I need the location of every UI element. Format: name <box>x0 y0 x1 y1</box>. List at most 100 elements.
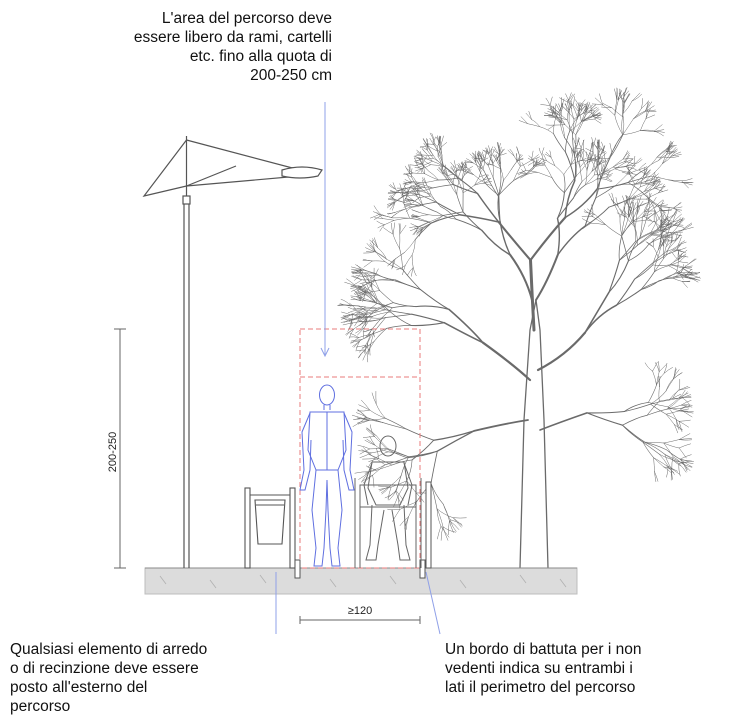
tree-branch <box>456 181 460 196</box>
tree-branch <box>536 158 544 166</box>
tree-branch <box>652 254 667 264</box>
tree-branch <box>379 213 394 219</box>
tree-branch <box>646 409 667 416</box>
tree-branch <box>622 118 634 135</box>
bottom-right-annotation-line: Un bordo di battuta per i non <box>445 641 642 658</box>
tree-branch <box>659 376 661 388</box>
tree-branch <box>416 165 424 169</box>
tree-branch <box>476 192 500 223</box>
tree-branch <box>371 455 386 466</box>
height-dimension-label: 200-250 <box>107 432 119 472</box>
tree-branch <box>362 474 373 484</box>
tree-branch <box>387 212 396 215</box>
tree-branch <box>643 216 653 222</box>
tree-branch <box>355 327 365 334</box>
tree-branch <box>672 202 681 209</box>
tree-branch <box>564 151 576 182</box>
tree-branch <box>646 219 656 223</box>
tree-branch <box>670 468 673 480</box>
tree-branch <box>517 170 527 174</box>
tree-branch <box>361 269 377 274</box>
tree-branch <box>670 264 684 268</box>
tree-branch <box>643 167 645 177</box>
bottom-left-annotation-line: percorso <box>10 698 71 715</box>
tree-branch <box>416 228 423 234</box>
tree-branch <box>602 104 616 116</box>
tree-branch <box>355 349 366 352</box>
tree-branch <box>552 109 560 116</box>
tree-branch <box>539 126 554 135</box>
tree-branch <box>605 224 622 237</box>
tree-branch <box>368 418 386 421</box>
tree-branch <box>672 218 684 223</box>
tree-branch <box>569 117 578 132</box>
tree-branch <box>411 168 413 178</box>
tree-branch <box>402 269 421 290</box>
tree-branch <box>473 174 486 184</box>
tree-branch <box>363 260 373 268</box>
tree-branch <box>349 340 361 344</box>
tree-branch <box>672 271 682 279</box>
tree-branch <box>479 151 486 159</box>
leader-lines <box>275 102 441 635</box>
tree-branch <box>422 204 438 213</box>
tree-branch <box>650 163 663 177</box>
tree-branch <box>667 397 680 408</box>
tree-branch <box>448 308 484 344</box>
tree-branch <box>621 171 631 175</box>
tree-branch <box>681 404 693 406</box>
tree-branch <box>565 103 568 112</box>
tree-branch <box>391 192 397 200</box>
tree-branch <box>658 183 665 194</box>
tree-branch <box>399 224 407 235</box>
tree-branch <box>627 206 630 217</box>
tree-branch <box>370 424 375 437</box>
tree-branch <box>633 157 642 165</box>
tree-branch <box>653 457 664 468</box>
tree-branch <box>663 219 671 226</box>
tree-branch <box>448 520 450 535</box>
tree-branch <box>401 183 407 192</box>
tree-branch <box>677 218 686 228</box>
tree-branch <box>646 194 651 206</box>
tree-branch <box>572 184 586 199</box>
tree-branch <box>481 157 489 162</box>
tree-branch <box>374 451 389 459</box>
tree-branch <box>374 301 393 309</box>
tree-branch <box>478 174 487 178</box>
tree-branch <box>650 390 667 405</box>
tree-branch <box>351 266 363 271</box>
tree-branch <box>377 274 396 281</box>
tree-branch <box>426 153 433 162</box>
tree-branch <box>622 424 644 443</box>
tree-branch <box>356 312 366 314</box>
tree-branch <box>585 174 595 185</box>
tree-branch <box>474 157 482 160</box>
tree-branch <box>629 199 632 209</box>
tree-branch <box>608 198 630 208</box>
tree-branch <box>366 317 386 319</box>
tree-branch <box>643 212 653 217</box>
tree-branch <box>587 208 596 216</box>
tree-branch <box>656 213 664 222</box>
tree-branch <box>357 409 368 418</box>
tree-branch <box>377 224 385 229</box>
tree-branch <box>654 130 664 137</box>
tree-branch <box>356 412 368 418</box>
top-annotation-line: etc. fino alla quota di <box>189 48 332 65</box>
tree-branch <box>432 160 445 167</box>
wheelchair-user <box>354 435 422 568</box>
tree-branch <box>602 103 613 109</box>
tree-branch <box>582 110 587 122</box>
tree-branch <box>671 233 674 243</box>
tree-branch <box>645 442 666 455</box>
tree-branch <box>544 153 552 158</box>
tree-branch <box>662 235 673 238</box>
tree-branch <box>377 247 387 260</box>
tree-branch <box>494 146 499 155</box>
tree-branch <box>649 197 657 206</box>
tree-branch <box>646 241 654 248</box>
tree-branch <box>438 177 459 181</box>
tree-branch <box>416 149 423 156</box>
tree-branch <box>608 193 615 205</box>
